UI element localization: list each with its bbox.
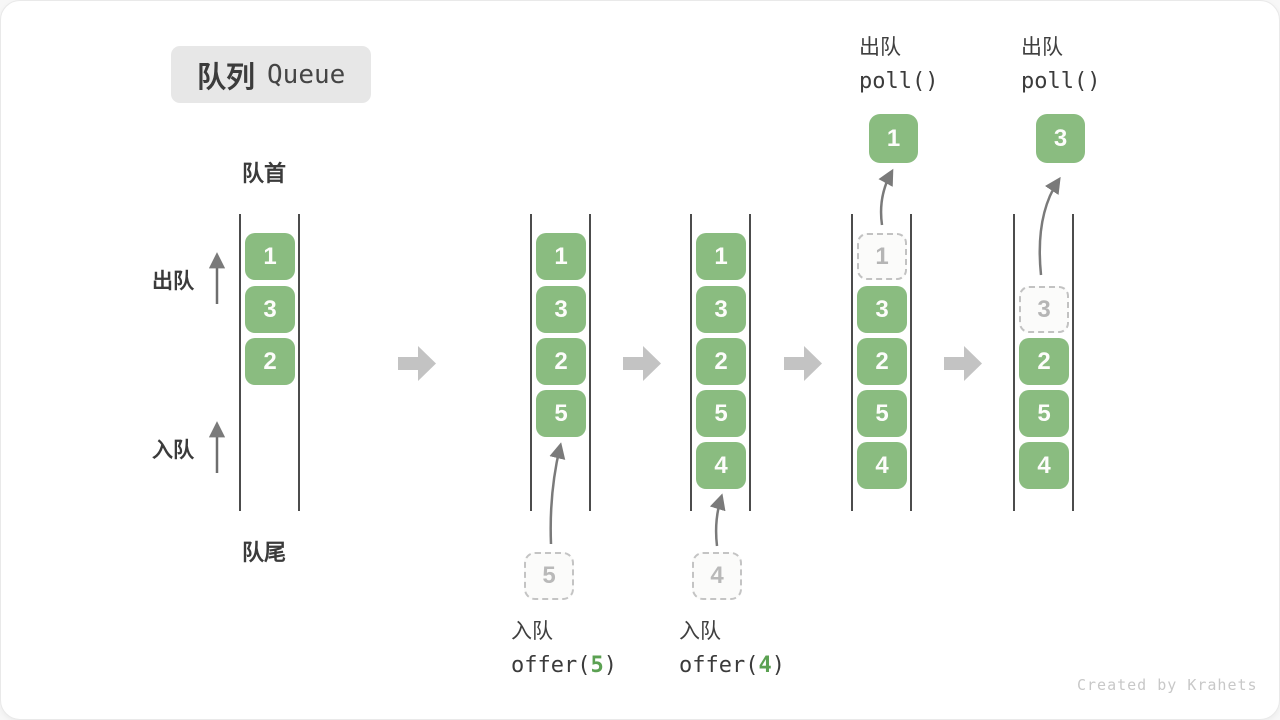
polled-element-box: 1 <box>869 114 918 163</box>
queue-slot-dashed: 3 <box>1019 286 1069 333</box>
queue-column-state2: 1 3 2 5 <box>530 214 591 511</box>
queue-element: 1 <box>536 233 586 280</box>
queue-element: 2 <box>1019 338 1069 385</box>
queue-element: 2 <box>696 338 746 385</box>
dequeue-operation-caption: 出队 poll() <box>1021 31 1100 94</box>
watermark: Created by Krahets <box>1077 676 1258 694</box>
enqueue-operation-caption: 入队 offer(5) <box>511 615 617 678</box>
queue-element: 2 <box>536 338 586 385</box>
polled-element-box: 3 <box>1036 114 1085 163</box>
queue-element: 3 <box>536 286 586 333</box>
queue-element: 5 <box>1019 390 1069 437</box>
enqueue-code: offer(4) <box>679 653 785 678</box>
dequeue-code: poll() <box>1021 69 1101 94</box>
queue-element: 2 <box>857 338 907 385</box>
incoming-element-box: 4 <box>692 552 742 600</box>
queue-rear-label: 队尾 <box>242 540 287 565</box>
title-english: Queue <box>267 59 346 90</box>
dequeue-operation-caption: 出队 poll() <box>859 31 938 94</box>
dequeue-caption-text: 出队 <box>1021 36 1063 59</box>
queue-column-state4: 1 3 2 5 4 <box>851 214 912 511</box>
queue-element: 4 <box>1019 442 1069 489</box>
queue-slot-dashed: 1 <box>857 233 907 280</box>
queue-element: 3 <box>245 286 295 333</box>
dequeue-caption-text: 出队 <box>859 36 901 59</box>
queue-element: 1 <box>245 233 295 280</box>
incoming-element-box: 5 <box>524 552 574 600</box>
queue-element: 2 <box>245 338 295 385</box>
queue-element: 5 <box>696 390 746 437</box>
queue-column-state1: 1 3 2 <box>239 214 300 511</box>
dequeue-code: poll() <box>859 69 939 94</box>
dequeue-side-label: 出队 <box>152 270 194 293</box>
figure-title-badge: 队列 Queue <box>171 46 372 103</box>
enqueue-code: offer(5) <box>511 653 617 678</box>
queue-element: 1 <box>696 233 746 280</box>
enqueue-caption-text: 入队 <box>679 620 721 643</box>
title-chinese: 队列 <box>197 61 256 94</box>
queue-element: 4 <box>696 442 746 489</box>
queue-element: 4 <box>857 442 907 489</box>
queue-element: 5 <box>857 390 907 437</box>
queue-element: 3 <box>857 286 907 333</box>
queue-column-state3: 1 3 2 5 4 <box>690 214 751 511</box>
queue-element: 5 <box>536 390 586 437</box>
enqueue-operation-caption: 入队 offer(4) <box>679 615 785 678</box>
enqueue-side-label: 入队 <box>152 439 194 462</box>
queue-front-label: 队首 <box>242 161 287 186</box>
queue-column-state5: 3 2 5 4 <box>1013 214 1074 511</box>
enqueue-caption-text: 入队 <box>511 620 553 643</box>
queue-element: 3 <box>696 286 746 333</box>
